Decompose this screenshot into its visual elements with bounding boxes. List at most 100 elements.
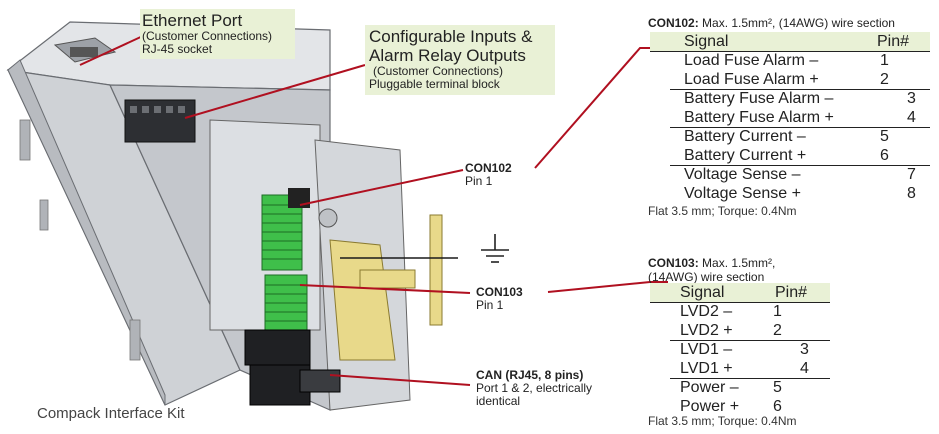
con102-terminal [261, 188, 310, 271]
con102-name: CON102 [465, 161, 512, 175]
callout-ethernet-sub2: RJ-45 socket [142, 42, 213, 56]
con102-group-rule [670, 127, 930, 128]
con102-heading-bold: CON102: [648, 16, 699, 30]
callout-con103: CON103 Pin 1 [476, 286, 523, 312]
con103-signal: Power – [680, 379, 739, 396]
con102-pin: 5 [880, 128, 889, 145]
con103-signal: LVD2 – [680, 303, 733, 320]
table-row: LVD1 – 3 [650, 340, 830, 359]
con103-group-rule [670, 340, 830, 341]
table-row: Power – 5 [650, 378, 830, 397]
callout-inputs: Configurable Inputs & Alarm Relay Output… [365, 25, 555, 95]
con102-table: Signal Pin# Load Fuse Alarm – 1 Load Fus… [650, 32, 930, 207]
con103-pin: 4 [800, 360, 809, 377]
table-row: Load Fuse Alarm – 1 [650, 51, 930, 70]
con102-signal: Load Fuse Alarm + [684, 71, 819, 88]
con102-signal: Battery Fuse Alarm + [684, 109, 834, 126]
con103-signal: LVD1 – [680, 341, 733, 358]
con102-signal: Battery Current – [684, 128, 806, 145]
callout-ethernet: Ethernet Port (Customer Connections) RJ-… [140, 9, 295, 59]
con103-heading-text1: Max. 1.5mm², [702, 256, 776, 270]
table-row: LVD1 + 4 [650, 359, 830, 378]
con103-pin: 2 [773, 322, 782, 339]
device-caption: Compack Interface Kit [37, 405, 185, 422]
can-desc1: Port 1 & 2, electrically [476, 381, 593, 395]
callout-inputs-sub1: (Customer Connections) [373, 64, 504, 78]
con103-heading: CON103: Max. 1.5mm², (14AWG) wire sectio… [648, 256, 775, 284]
table-row: Power + 6 [650, 397, 830, 416]
con103-pin: 3 [800, 341, 809, 358]
ground-icon [481, 234, 509, 263]
con102-signal: Battery Fuse Alarm – [684, 90, 834, 107]
con103-table-header: Signal Pin# [650, 283, 830, 302]
con102-signal: Load Fuse Alarm – [684, 52, 819, 69]
con103-pin: 6 [773, 398, 782, 415]
callout-inputs-sub2: Pluggable terminal block [369, 77, 500, 91]
callout-ethernet-title: Ethernet Port [142, 11, 243, 30]
con102-heading: CON102: Max. 1.5mm², (14AWG) wire sectio… [648, 16, 895, 30]
table-row: Battery Current – 5 [650, 127, 930, 146]
con103-note: Flat 3.5 mm; Torque: 0.4Nm [648, 414, 797, 428]
con103-pin: 5 [773, 379, 782, 396]
table-row: Load Fuse Alarm + 2 [650, 70, 930, 89]
table-row: LVD2 – 1 [650, 302, 830, 321]
table-row: Battery Fuse Alarm – 3 [650, 89, 930, 108]
con103-signal: Power + [680, 398, 740, 415]
leader-con103-pin1 [299, 284, 471, 294]
con102-group-rule [670, 89, 930, 90]
con103-pin: 1 [773, 303, 782, 320]
can-desc2: identical [476, 394, 521, 408]
con103-heading-text2: (14AWG) wire section [648, 270, 765, 284]
con103-col-pin: Pin# [775, 284, 808, 301]
con102-pin: 2 [880, 71, 889, 88]
con102-table-header: Signal Pin# [650, 32, 930, 51]
con102-col-pin: Pin# [877, 33, 910, 50]
con102-pin: 6 [880, 147, 889, 164]
device-illustration [6, 21, 443, 411]
leader-inputs [184, 64, 366, 119]
con102-note: Flat 3.5 mm; Torque: 0.4Nm [648, 204, 797, 218]
con103-pin: Pin 1 [476, 298, 504, 312]
con103-table: Signal Pin# LVD2 – 1 LVD2 + 2 LVD1 – 3 L… [650, 283, 830, 415]
con102-pin: 3 [907, 90, 916, 107]
con103-terminal [264, 274, 308, 331]
con103-signal: LVD1 + [680, 360, 733, 377]
con102-group-rule [670, 165, 930, 166]
con102-pin: Pin 1 [465, 174, 493, 188]
callout-ethernet-sub1: (Customer Connections) [142, 29, 273, 43]
table-row: Voltage Sense + 8 [650, 184, 930, 203]
table-row: Battery Current + 6 [650, 146, 930, 165]
table-row: Battery Fuse Alarm + 4 [650, 108, 930, 127]
table-row: LVD2 + 2 [650, 321, 830, 340]
con103-header-rule [650, 302, 830, 303]
can-name: CAN (RJ45, 8 pins) [476, 368, 584, 382]
con103-signal: LVD2 + [680, 322, 733, 339]
con102-signal: Voltage Sense – [684, 166, 801, 183]
callout-inputs-title2: Alarm Relay Outputs [369, 46, 526, 65]
top-terminal-block [124, 99, 196, 143]
callout-can: CAN (RJ45, 8 pins) Port 1 & 2, electrica… [476, 369, 592, 408]
con103-heading-bold: CON103: [648, 256, 699, 270]
con102-signal: Voltage Sense + [684, 185, 801, 202]
ethernet-port [53, 37, 117, 63]
leader-con102-pin1 [299, 169, 464, 206]
screw [318, 208, 338, 228]
con102-pin: 1 [880, 52, 889, 69]
table-row: Voltage Sense – 7 [650, 165, 930, 184]
con102-col-signal: Signal [684, 33, 729, 50]
con102-pin: 8 [907, 185, 916, 202]
leader-con103-table [547, 281, 668, 293]
can-ports [244, 329, 341, 406]
leader-ethernet [79, 34, 146, 66]
con102-pin: 7 [907, 166, 916, 183]
con102-pin: 4 [907, 109, 916, 126]
callout-inputs-title1: Configurable Inputs & [369, 27, 533, 46]
callout-con102: CON102 Pin 1 [465, 162, 512, 188]
leader-can [329, 374, 471, 386]
con102-heading-text: Max. 1.5mm², (14AWG) wire section [702, 16, 895, 30]
con103-group-rule [670, 378, 830, 379]
con103-col-signal: Signal [680, 284, 725, 301]
con102-header-rule [650, 51, 930, 52]
con103-name: CON103 [476, 285, 523, 299]
